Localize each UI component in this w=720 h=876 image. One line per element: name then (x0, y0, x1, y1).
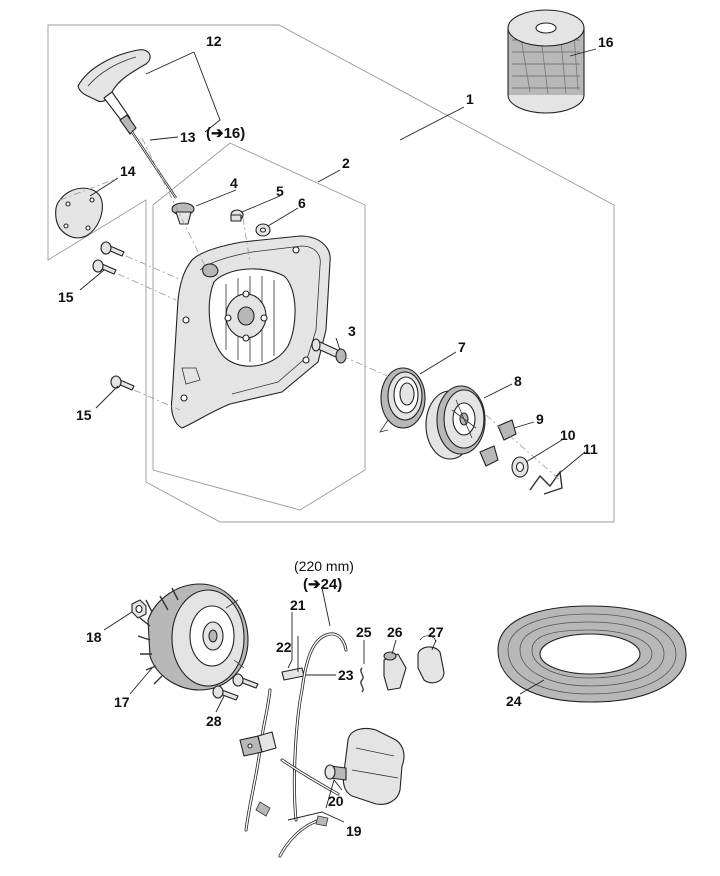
note-ref-16: (➔16) (206, 125, 245, 142)
callout-20: 20 (328, 793, 344, 809)
callout-21: 21 (290, 597, 306, 613)
callout-labels: 1 2 3 4 5 6 7 8 9 10 11 12 13 14 15 15 1… (58, 33, 614, 839)
coil-screws (212, 673, 259, 701)
starter-handle (77, 49, 151, 135)
callout-27: 27 (428, 624, 444, 640)
starter-housing (170, 235, 331, 429)
spark-plug-boot (383, 651, 407, 691)
callout-5: 5 (276, 183, 284, 199)
spark-spring (360, 667, 364, 693)
screw-lower (110, 375, 135, 391)
callout-28: 28 (206, 713, 222, 729)
callout-17: 17 (114, 694, 130, 710)
callout-3: 3 (348, 323, 356, 339)
callout-1: 1 (466, 91, 474, 107)
ignition-coil (324, 727, 405, 805)
spark-plug-cap (417, 635, 445, 684)
rope-pulley (425, 385, 486, 460)
callout-2: 2 (342, 155, 350, 171)
callout-13: 13 (180, 129, 196, 145)
callout-23: 23 (338, 667, 354, 683)
callout-25: 25 (356, 624, 372, 640)
retaining-clip (529, 470, 563, 495)
callout-11: 11 (583, 441, 598, 457)
callout-12: 12 (206, 33, 222, 49)
wire-clip (281, 667, 305, 681)
callout-19: 19 (346, 823, 362, 839)
note-length: (220 mm) (294, 558, 354, 574)
callout-10: 10 (560, 427, 576, 443)
rope-spool (507, 9, 585, 114)
spindle (311, 338, 347, 364)
callout-9: 9 (536, 411, 544, 427)
bushing (230, 209, 244, 222)
note-ref-24: (➔24) (303, 576, 342, 593)
callout-16: 16 (598, 34, 614, 50)
callout-14: 14 (120, 163, 136, 179)
assembly-1-outline (47, 24, 615, 523)
callout-26: 26 (387, 624, 403, 640)
pawls (479, 419, 517, 467)
flywheel (137, 583, 249, 691)
wire-connector (239, 731, 277, 757)
screws-upper (92, 241, 125, 275)
callout-18: 18 (86, 629, 102, 645)
center-lines (59, 137, 561, 481)
flywheel-nut (131, 599, 147, 619)
callout-22: 22 (276, 639, 292, 655)
callout-15-lower: 15 (76, 407, 92, 423)
callout-15-upper: 15 (58, 289, 74, 305)
callout-6: 6 (298, 195, 306, 211)
cover-plate (55, 187, 103, 239)
starter-rope (131, 131, 177, 199)
callout-8: 8 (514, 373, 522, 389)
ignition-cable-coil (497, 605, 687, 703)
callout-4: 4 (230, 175, 238, 191)
assembly-2-outline (152, 142, 366, 511)
rewind-spring (379, 367, 426, 433)
notes: (➔16) (220 mm) (➔24) (206, 125, 354, 593)
group-outlines (47, 24, 615, 523)
ignition-wiring (244, 632, 348, 858)
washer-pulley (511, 456, 529, 478)
callout-24: 24 (506, 693, 522, 709)
callout-7: 7 (458, 339, 466, 355)
washer-small (255, 223, 271, 237)
leader-lines (79, 48, 597, 823)
